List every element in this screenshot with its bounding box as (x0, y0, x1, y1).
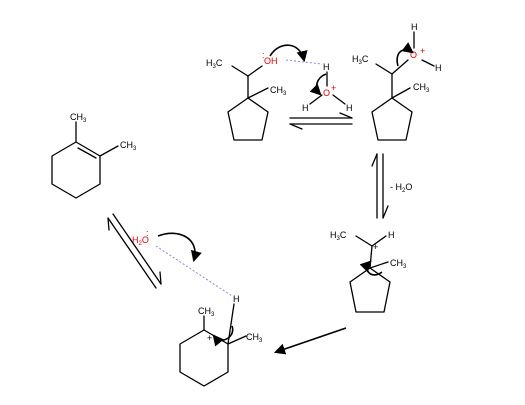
carbocation-c-ch3 (355, 235, 373, 247)
oxonium-c-o (391, 59, 409, 75)
product-alkene: CH3 CH3 (51, 112, 137, 199)
oxonium-ring-ch3 (391, 87, 411, 99)
hydronium-bond-left (309, 94, 323, 105)
tertiary-h: H (233, 294, 240, 304)
oxonium-molecule: H3C O + H H CH3 (352, 22, 442, 141)
hydronium-bond-right (332, 94, 346, 105)
oxonium-h3c: H3C (352, 54, 369, 66)
tertiary-ring (179, 329, 229, 387)
eq4-line-1 (107, 217, 157, 289)
eq2-left-head (371, 153, 378, 167)
carbocation-molecule: H3C H + CH3 (330, 230, 407, 313)
alcohol-h3c: H3C (206, 58, 223, 70)
arrow-rearrangement (273, 327, 347, 355)
product-double-bond (77, 147, 97, 159)
oxonium-ring (371, 97, 413, 141)
oxonium-c-ch3 (375, 63, 393, 75)
carbocation-c-c (369, 245, 373, 269)
oxonium-h-right: H (435, 63, 442, 73)
water-label: H2O (132, 235, 149, 247)
oxonium-charge: + (420, 46, 425, 56)
product-ch3-2: CH3 (120, 140, 137, 152)
equilibrium-2: - H2O (371, 153, 412, 219)
oxonium-o-h-right (421, 59, 435, 67)
alcohol-oh: OH (264, 56, 278, 66)
curved-arrow-oh-bond (309, 73, 327, 96)
carbocation-h3c: H3C (330, 230, 347, 242)
water-lone-pair: : (146, 228, 149, 238)
carbocation-h: H (388, 230, 395, 240)
product-ring (51, 141, 101, 199)
carbocation-ring (349, 267, 391, 313)
product-ch3-1: CH3 (70, 112, 87, 124)
curved-arrow-deprotonation-bond (212, 325, 234, 347)
eq1-top-head (339, 112, 353, 119)
carbocation-c-h (371, 235, 387, 247)
hbond-dash-2 (155, 245, 233, 297)
oxonium-o: O (410, 50, 417, 60)
curved-arrow-methyl-shift (359, 260, 383, 276)
alcohol-molecule: H3C OH : CH3 (206, 50, 287, 141)
hydronium-h-right: H (346, 103, 353, 113)
tertiary-ch3-2: CH3 (246, 332, 263, 344)
product-methyl-bond-2 (99, 145, 119, 157)
water-base: H2O : (132, 228, 233, 297)
tertiary-ch3-bond-2 (227, 335, 247, 345)
eq4-head-2 (159, 271, 162, 285)
hbond-dash-1 (285, 59, 323, 65)
hydronium-h-left: H (302, 103, 309, 113)
hydronium-o: O (323, 88, 330, 98)
alcohol-c-o (247, 65, 263, 77)
carbocation-ring-ch3 (369, 261, 389, 269)
tertiary-charge: + (207, 333, 212, 343)
alcohol-c-ch3 (231, 65, 249, 77)
hydronium: H O + H H (285, 59, 353, 113)
tertiary-cation: CH3 CH3 H + (179, 294, 263, 387)
alcohol-lone-pair: : (262, 50, 265, 60)
curved-arrow-protonation (269, 44, 308, 63)
carbocation-charge: + (373, 242, 378, 252)
equilibrium-4 (107, 213, 162, 289)
curved-arrow-leaving (396, 42, 414, 67)
eq2-right-head (382, 205, 389, 219)
curved-arrow-base (157, 232, 202, 263)
eq1-bottom-head (289, 123, 303, 130)
oxonium-ring-ch3-label: CH3 (413, 82, 430, 94)
equilibrium-1 (289, 112, 353, 130)
oxonium-h-top: H (411, 22, 418, 32)
alcohol-ring-ch3-label: CH3 (270, 85, 287, 97)
alcohol-ring-ch3 (247, 87, 269, 99)
eq4-head-1 (107, 217, 110, 231)
tertiary-ch3-1: CH3 (198, 306, 215, 318)
hydronium-h-top: H (323, 62, 330, 72)
minus-water-label: - H2O (390, 182, 412, 194)
hydronium-charge: + (331, 83, 336, 93)
eq4-line-2 (112, 213, 162, 285)
alcohol-ring (227, 97, 269, 141)
carbocation-ring-ch3-label: CH3 (390, 258, 407, 270)
